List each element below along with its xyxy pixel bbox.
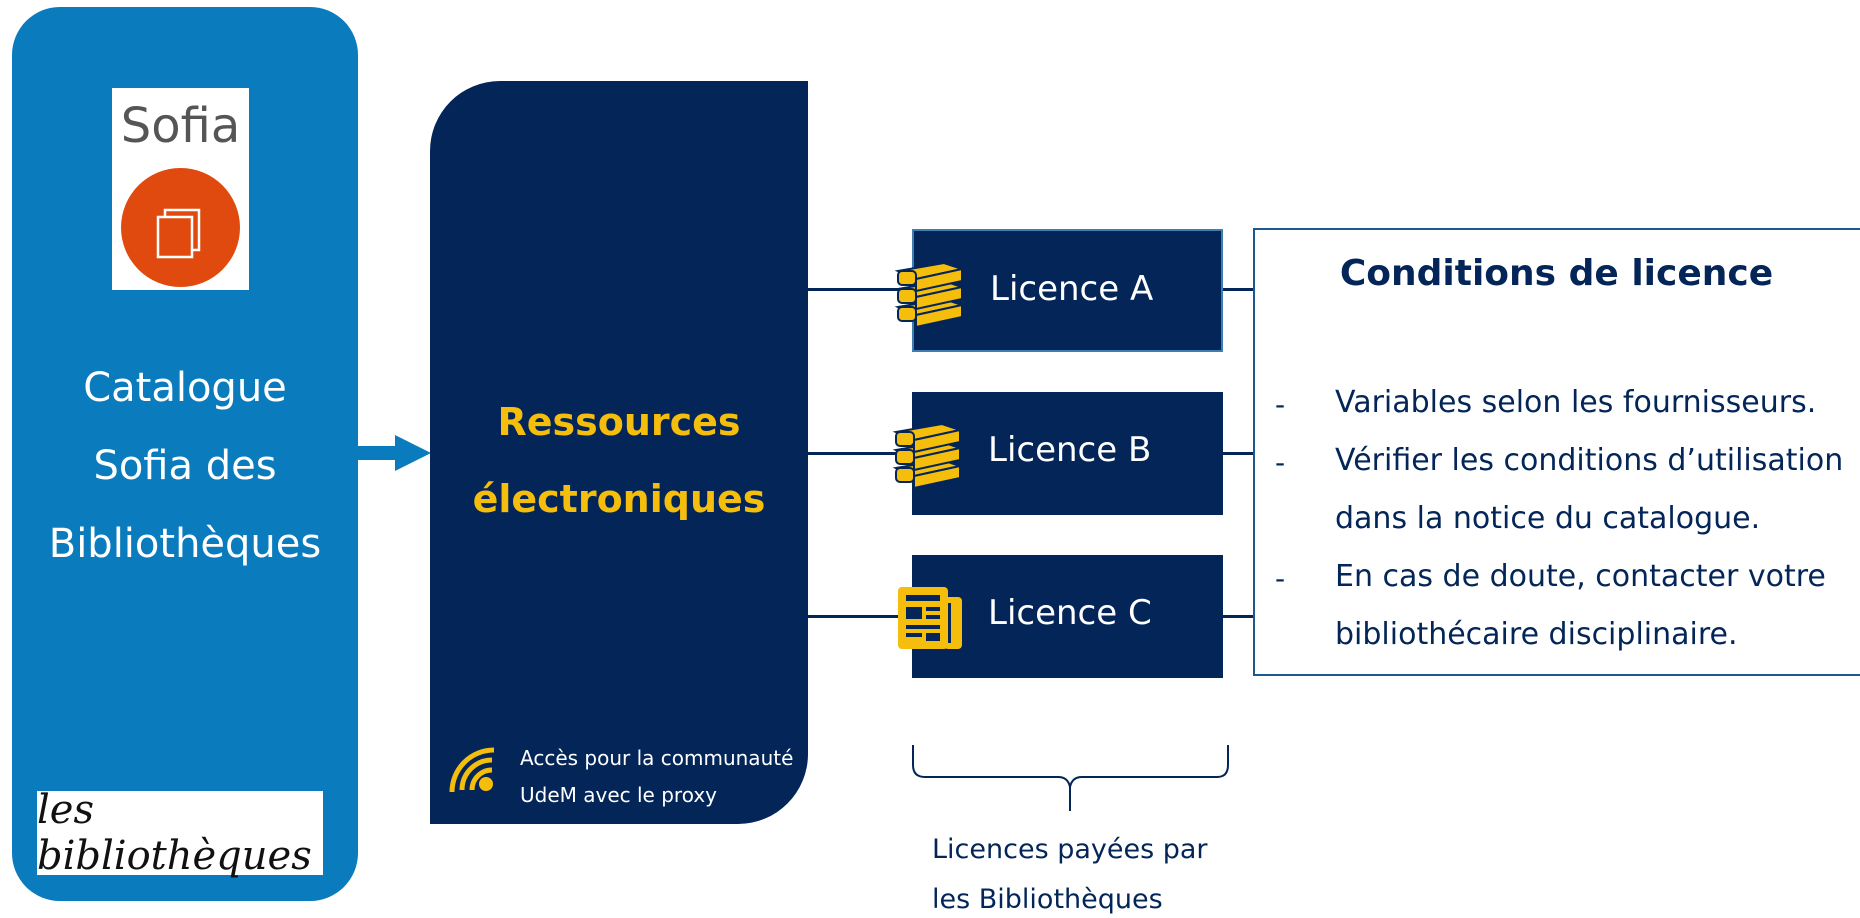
connector-line-a: [808, 288, 912, 291]
condition-line-2: Vérifier les conditions d’utilisation: [1335, 443, 1844, 478]
connector-line-c-right: [1223, 615, 1253, 618]
resources-title-line-2: électroniques: [472, 477, 766, 521]
catalog-title-line-2: Sofia des: [93, 443, 277, 489]
documents-icon: [156, 208, 201, 259]
sofia-wordmark: Sofia: [120, 98, 241, 154]
licence-b-label: Licence B: [988, 430, 1152, 470]
right-arrow-icon: [355, 435, 431, 471]
condition-line-1: Variables selon les fournisseurs.: [1335, 385, 1817, 420]
conditions-title: Conditions de licence: [1339, 253, 1774, 294]
bullet-dash-2: -: [1275, 446, 1286, 479]
sofia-logo: Sofia: [112, 88, 249, 290]
wifi-icon: [449, 747, 495, 793]
licence-a-label: Licence A: [990, 269, 1154, 309]
connector-line-b: [808, 452, 912, 455]
connector-line-b-right: [1223, 452, 1253, 455]
licence-c-box: Licence C: [898, 555, 1223, 678]
bullet-dash-1: -: [1275, 388, 1286, 421]
condition-line-3: dans la notice du catalogue.: [1335, 501, 1761, 536]
newspaper-icon: [898, 587, 962, 649]
les-bibliotheques-logo-text: les bibliothèques: [37, 787, 312, 879]
conditions-box: [1253, 228, 1860, 676]
bullet-dash-3: -: [1275, 562, 1286, 595]
licence-c-label: Licence C: [988, 593, 1152, 633]
connector-line-c: [808, 615, 912, 618]
curly-brace: [912, 745, 1229, 811]
licence-b-box: Licence B: [892, 392, 1223, 515]
proxy-line-2: UdeM avec le proxy: [520, 783, 717, 807]
resources-panel: [430, 81, 808, 824]
condition-line-4: En cas de doute, contacter votre: [1335, 559, 1826, 594]
proxy-line-1: Accès pour la communauté: [520, 746, 794, 770]
brace-caption-line-2: les Bibliothèques: [932, 884, 1163, 915]
resources-title-line-1: Ressources: [497, 400, 741, 444]
condition-line-5: bibliothécaire disciplinaire.: [1335, 617, 1738, 652]
licence-a-box: Licence A: [894, 229, 1223, 352]
proxy-access-note: Accès pour la communauté UdeM avec le pr…: [520, 740, 793, 814]
books-stack-icon: [892, 422, 964, 490]
books-stack-icon: [894, 261, 966, 329]
catalog-title-line-3: Bibliothèques: [48, 521, 322, 567]
sofia-circle: [121, 168, 240, 287]
les-bibliotheques-logo: les bibliothèques: [37, 787, 323, 879]
connector-line-a-right: [1223, 288, 1253, 291]
catalog-title-line-1: Catalogue: [83, 365, 287, 411]
brace-caption-line-1: Licences payées par: [932, 834, 1208, 865]
